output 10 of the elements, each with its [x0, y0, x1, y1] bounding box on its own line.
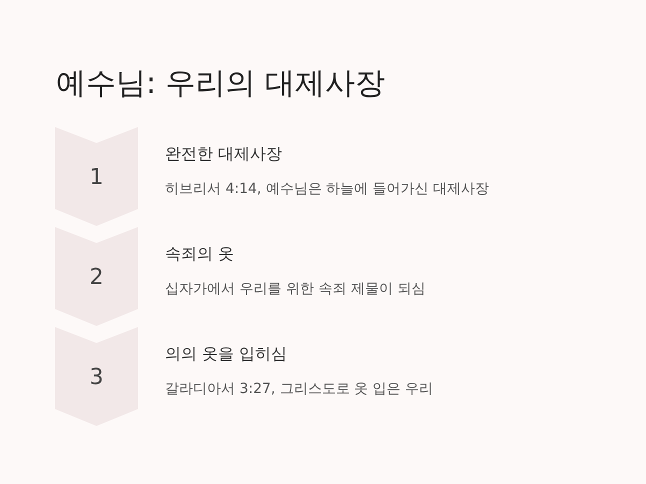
step-number: 3 — [88, 365, 104, 391]
step-description: 갈라디아서 3:27, 그리스도로 옷 입은 우리 — [165, 380, 434, 399]
step-heading: 속죄의 옷 — [165, 244, 234, 264]
step-description: 십자가에서 우리를 위한 속죄 제물이 되심 — [165, 280, 426, 299]
step-number: 2 — [88, 265, 104, 291]
step-heading: 완전한 대제사장 — [165, 144, 282, 164]
step-heading: 의의 옷을 입히심 — [165, 344, 288, 364]
step-description: 히브리서 4:14, 예수님은 하늘에 들어가신 대제사장 — [165, 180, 490, 199]
step-number: 1 — [88, 165, 104, 191]
title: 예수님: 우리의 대제사장 — [56, 66, 386, 102]
